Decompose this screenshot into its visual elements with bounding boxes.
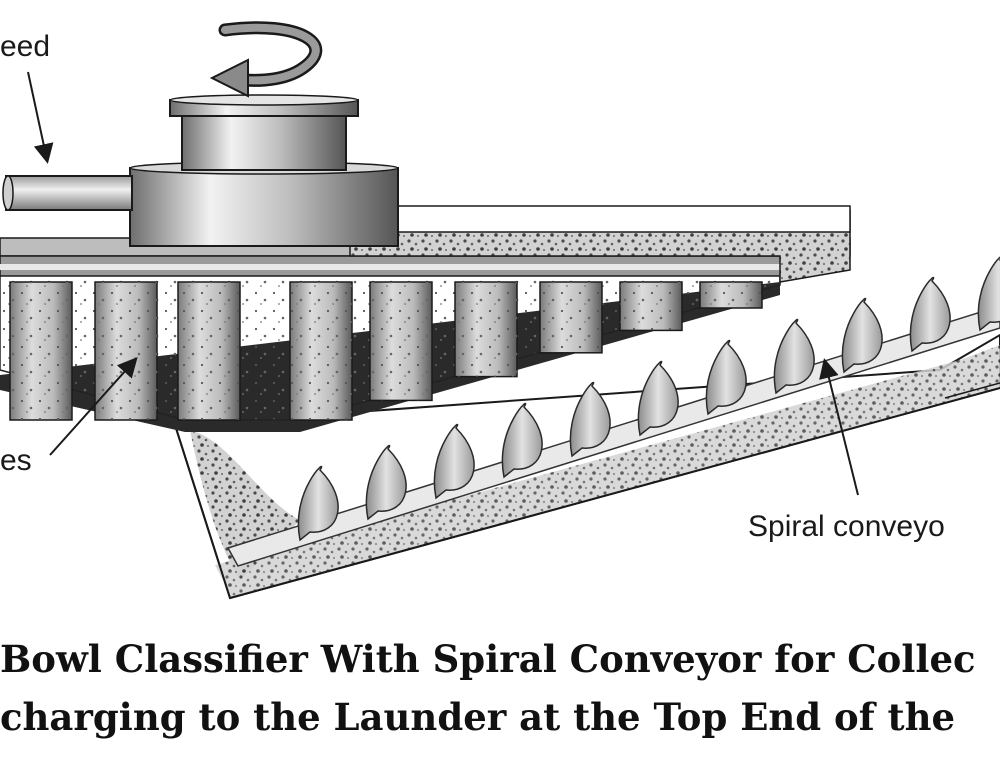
tube-sediment: [10, 282, 72, 420]
tube-sediment: [95, 282, 157, 420]
screw-flight: [773, 318, 815, 395]
screw-flight: [569, 381, 611, 458]
tube-sediment: [700, 282, 762, 308]
screw-flight: [365, 444, 407, 521]
classifier-bowl: [0, 205, 851, 432]
screw-flight: [841, 297, 883, 374]
drive-hub: [129, 94, 399, 247]
tube-sediment: [370, 282, 432, 401]
tubes-label: es: [0, 444, 32, 477]
tubes-leader: [49, 357, 138, 456]
screw-flight: [977, 256, 1000, 332]
feed-pipe: [2, 175, 133, 211]
screw-flight: [433, 423, 475, 500]
screw-flight: [909, 276, 951, 353]
rotation-arrow-icon: [209, 21, 323, 98]
spiral-conveyor-label: Spiral conveyo: [748, 510, 945, 543]
conveyor-flights: [297, 256, 1000, 542]
screw-flight: [705, 339, 747, 416]
screw-flight: [501, 402, 543, 479]
inclined-trough: [173, 333, 1000, 600]
caption-line-2: charging to the Launder at the Top End o…: [0, 695, 955, 739]
classifier-tubes: [9, 281, 763, 421]
screw-flight: [297, 465, 339, 542]
tube-sediment: [290, 282, 352, 420]
spiral-conveyor: [226, 256, 1000, 567]
tube-sediment: [540, 282, 602, 353]
tube-sediment: [455, 282, 517, 377]
tube-sediment: [178, 282, 240, 420]
feed-label: eed: [0, 30, 50, 63]
feed-leader: [27, 71, 54, 164]
spiral-leader: [819, 358, 859, 496]
screw-flight: [637, 360, 679, 437]
tube-sediment: [620, 282, 682, 331]
leader-lines: [27, 71, 859, 496]
caption-line-1: Bowl Classifier With Spiral Conveyor for…: [0, 637, 976, 681]
